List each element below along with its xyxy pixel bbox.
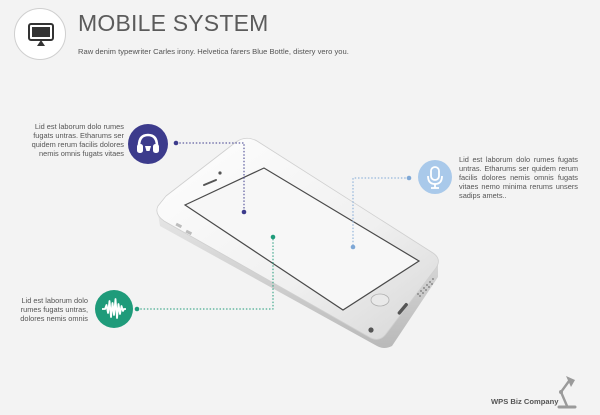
- lightning-port: [397, 303, 408, 315]
- home-button: [370, 293, 390, 307]
- speaker-grille: [417, 278, 434, 297]
- sound-wave-icon: [102, 298, 126, 319]
- volume-button: [175, 222, 183, 229]
- sound-wave-badge: [95, 290, 133, 328]
- phone-screen: [183, 167, 421, 311]
- volume-button: [185, 229, 193, 236]
- connector-wave: [137, 238, 274, 310]
- callout-text-bottom-left: Lid est laborum dolo rumes fugats untras…: [20, 296, 88, 323]
- headphone-jack: [368, 327, 374, 333]
- callout-text-right: Lid est laborum dolo rumes fugats untras…: [459, 155, 578, 200]
- microphone-icon: [427, 166, 443, 189]
- page-title: MOBILE SYSTEM: [78, 10, 269, 36]
- monitor-icon: [28, 23, 54, 46]
- desk-lamp-icon: [557, 376, 577, 409]
- front-camera: [218, 171, 222, 175]
- headset-icon: [137, 133, 159, 153]
- microphone-badge: [418, 160, 452, 194]
- page-subtitle: Raw denim typewriter Carles irony. Helve…: [78, 47, 349, 56]
- earpiece: [203, 179, 217, 186]
- callout-text-top-left: Lid est laborum dolo rumes fugats untras…: [31, 122, 124, 158]
- company-name: WPS Biz Company: [491, 397, 559, 406]
- monitor-logo: [14, 8, 66, 60]
- headset-badge: [128, 124, 168, 164]
